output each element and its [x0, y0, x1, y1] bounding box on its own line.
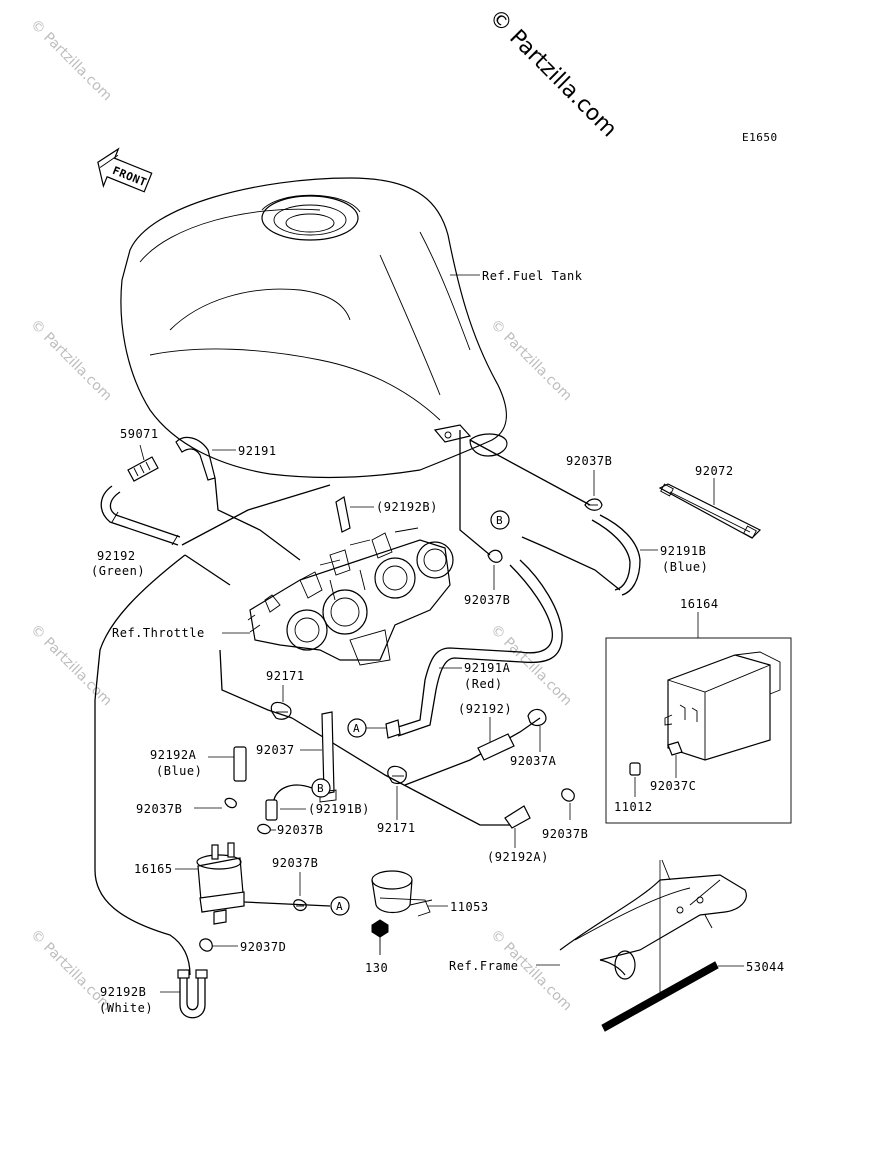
hose-92192-green	[100, 485, 181, 546]
clamp-92171-top	[270, 701, 292, 720]
clip-92037b-mid	[487, 549, 503, 563]
clip-92037b-center	[257, 823, 271, 835]
diagram-code: E1650	[742, 131, 778, 144]
label-92191b-paren: (92191B)	[308, 802, 370, 816]
hose-routing	[94, 430, 591, 976]
label-92037b-top: 92037B	[566, 454, 612, 468]
throttle-body-assembly	[247, 527, 454, 666]
clip-92037a	[527, 708, 547, 727]
label-11012: 11012	[614, 800, 653, 814]
label-ref-throttle: Ref.Throttle	[112, 626, 205, 640]
hose-92192-piece	[477, 733, 515, 761]
label-16164: 16164	[680, 597, 719, 611]
connector-a-label: A	[336, 900, 343, 913]
clip-92037b-lower	[293, 899, 307, 912]
label-92192b-paren: (92192B)	[376, 500, 438, 514]
label-92192a-paren: (92192A)	[487, 850, 549, 864]
label-92192-paren: (92192)	[458, 702, 512, 716]
hose-92191b-blue	[521, 514, 641, 596]
connector-b-top: B	[490, 510, 510, 530]
label-92037b-center: 92037B	[277, 823, 323, 837]
hose-92192a-piece	[504, 805, 531, 829]
label-59071: 59071	[120, 427, 159, 441]
connector-b-lower: B	[311, 778, 331, 798]
label-92037b-lower: 92037B	[272, 856, 318, 870]
filter-16165	[196, 842, 245, 925]
hose-92192a-blue	[233, 746, 247, 782]
hose-92192b-stub	[335, 496, 351, 533]
frame-section	[559, 859, 747, 980]
clamp-11053	[371, 870, 433, 917]
label-92072: 92072	[695, 464, 734, 478]
watermark-main: © Partzilla.com	[484, 5, 622, 143]
label-92037b-mid: 92037B	[464, 593, 510, 607]
watermark-tile: © Partzilla.com	[27, 317, 115, 405]
clip-92037d	[199, 938, 213, 952]
watermark-tile: © Partzilla.com	[27, 17, 115, 105]
label-130: 130	[365, 961, 388, 975]
label-92037d: 92037D	[240, 940, 286, 954]
label-11053: 11053	[450, 900, 489, 914]
clip-92037b-left	[224, 797, 237, 809]
bracket-92037	[319, 711, 337, 803]
label-92171-bottom: 92171	[377, 821, 416, 835]
label-92037b-right: 92037B	[542, 827, 588, 841]
label-92037b-left: 92037B	[136, 802, 182, 816]
label-ref-frame: Ref.Frame	[449, 959, 519, 973]
watermark-tile: © Partzilla.com	[27, 622, 115, 710]
hose-92191	[175, 436, 216, 481]
label-ref-fuel-tank: Ref.Fuel Tank	[482, 269, 583, 283]
label-92037: 92037	[256, 743, 295, 757]
label-16165: 16165	[134, 862, 173, 876]
label-92191a: 92191A	[464, 661, 511, 675]
label-92192: 92192	[97, 549, 136, 563]
strip-53044	[601, 961, 719, 1032]
connector-b-label: B	[317, 782, 324, 795]
label-92192a-blue: (Blue)	[156, 764, 202, 778]
hose-92191a-red	[385, 559, 563, 739]
fitting-59071	[127, 456, 159, 482]
label-92037a: 92037A	[510, 754, 557, 768]
label-92171-top: 92171	[266, 669, 305, 683]
connector-a-mid: A	[347, 718, 367, 738]
label-92191b: 92191B	[660, 544, 706, 558]
label-92192a: 92192A	[150, 748, 197, 762]
fuel-tank	[120, 177, 508, 479]
connector-a-lower: A	[330, 896, 350, 916]
label-92191b-blue: (Blue)	[662, 560, 708, 574]
connector-a-label: A	[353, 722, 360, 735]
front-arrow-icon: FRONT	[97, 147, 153, 193]
label-53044: 53044	[746, 960, 785, 974]
hose-92191b-small	[265, 799, 278, 821]
strap-92072	[658, 483, 762, 539]
bolt-130	[371, 919, 389, 955]
label-92191a-red: (Red)	[464, 677, 503, 691]
cap-11012	[629, 762, 641, 776]
label-92192-green: (Green)	[91, 564, 145, 578]
hose-92192b-white	[177, 969, 208, 1019]
clamp-92171-bottom	[387, 765, 407, 785]
label-92192b: 92192B	[100, 985, 146, 999]
canister-16164	[605, 637, 792, 824]
clip-92037b-right	[561, 788, 575, 802]
clip-92037b-top	[584, 498, 603, 511]
connector-b-label: B	[496, 514, 503, 527]
label-92191: 92191	[238, 444, 277, 458]
clip-92037c	[667, 741, 683, 756]
label-92192b-white: (White)	[99, 1001, 153, 1015]
label-92037c: 92037C	[650, 779, 696, 793]
